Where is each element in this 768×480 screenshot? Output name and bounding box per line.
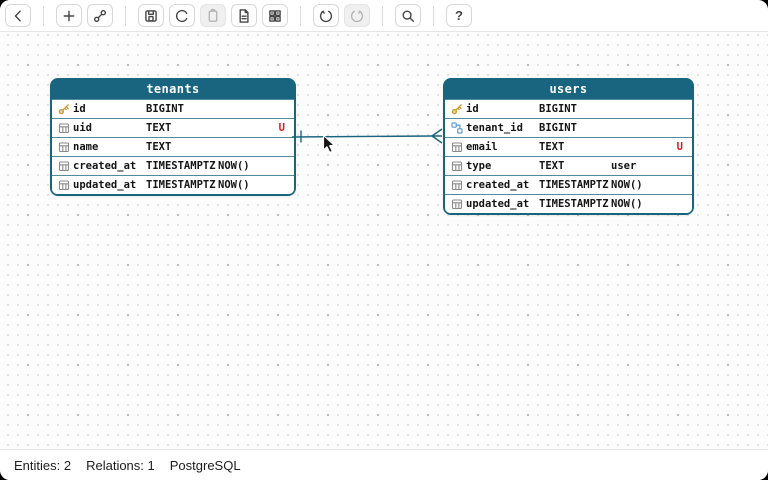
column-name: updated_at bbox=[73, 179, 137, 191]
undo-icon bbox=[319, 10, 333, 22]
table-icon bbox=[58, 122, 70, 134]
entity-header[interactable]: tenants bbox=[52, 80, 294, 99]
chevron-left-icon bbox=[14, 10, 21, 21]
column-name: id bbox=[466, 103, 479, 115]
plus-icon bbox=[63, 10, 75, 21]
relation-line[interactable] bbox=[291, 128, 443, 144]
export-image-button[interactable] bbox=[262, 4, 288, 27]
undo-button[interactable] bbox=[313, 4, 339, 27]
table-icon bbox=[58, 141, 70, 153]
toolbar-divider bbox=[382, 5, 383, 26]
key-icon bbox=[451, 103, 463, 115]
copy-button bbox=[200, 4, 226, 27]
toolbar-divider bbox=[125, 5, 126, 26]
column-name: tenant_id bbox=[466, 122, 523, 134]
column-type: TIMESTAMPTZ bbox=[539, 198, 609, 210]
toolbar: ? bbox=[0, 0, 768, 32]
column-name: type bbox=[466, 160, 492, 172]
reload-button[interactable] bbox=[169, 4, 195, 27]
status-dialect: PostgreSQL bbox=[169, 457, 241, 473]
column-type: TIMESTAMPTZ bbox=[146, 179, 216, 191]
entity-header[interactable]: users bbox=[445, 80, 692, 99]
toolbar-divider bbox=[43, 5, 44, 26]
add-relation-button[interactable] bbox=[87, 4, 113, 27]
toolbar-divider bbox=[300, 5, 301, 26]
table-icon bbox=[451, 141, 463, 153]
column-name: updated_at bbox=[466, 198, 530, 210]
column-row-type[interactable]: type TEXT user bbox=[445, 156, 692, 175]
column-row-tenant_id[interactable]: tenant_id BIGINT bbox=[445, 118, 692, 137]
toolbar-divider bbox=[433, 5, 434, 26]
column-type: TIMESTAMPTZ bbox=[539, 179, 609, 191]
refresh-icon bbox=[176, 9, 188, 22]
column-type: BIGINT bbox=[539, 103, 577, 115]
table-icon bbox=[451, 160, 463, 172]
column-default: NOW() bbox=[218, 160, 250, 172]
search-button[interactable] bbox=[395, 4, 421, 27]
floppy-icon bbox=[145, 9, 157, 22]
grid-icon bbox=[269, 9, 281, 22]
back-button[interactable] bbox=[5, 4, 31, 27]
column-type: TEXT bbox=[539, 141, 565, 153]
table-icon bbox=[451, 198, 463, 210]
column-name: created_at bbox=[466, 179, 530, 191]
mouse-cursor bbox=[322, 134, 335, 153]
status-bar: Entities: 2 Relations: 1 PostgreSQL bbox=[0, 449, 768, 480]
status-relations-count: Relations: 1 bbox=[86, 457, 155, 473]
column-name: name bbox=[73, 141, 99, 153]
file-text-icon bbox=[239, 8, 249, 23]
table-icon bbox=[58, 179, 70, 191]
column-type: BIGINT bbox=[146, 103, 184, 115]
column-row-id[interactable]: id BIGINT bbox=[445, 99, 692, 118]
question-icon: ? bbox=[455, 8, 463, 23]
column-default: NOW() bbox=[218, 179, 250, 191]
relation-icon bbox=[451, 122, 463, 134]
column-type: BIGINT bbox=[539, 122, 577, 134]
column-name: email bbox=[466, 141, 498, 153]
column-row-uid[interactable]: uid TEXT U bbox=[52, 118, 294, 137]
column-type: TEXT bbox=[539, 160, 565, 172]
column-type: TEXT bbox=[146, 122, 172, 134]
unique-badge: U bbox=[676, 141, 683, 153]
table-icon bbox=[451, 179, 463, 191]
column-row-id[interactable]: id BIGINT bbox=[52, 99, 294, 118]
key-icon bbox=[58, 103, 70, 115]
unique-badge: U bbox=[278, 122, 285, 134]
help-button[interactable]: ? bbox=[446, 4, 472, 27]
status-entities-count: Entities: 2 bbox=[14, 457, 72, 473]
column-type: TIMESTAMPTZ bbox=[146, 160, 216, 172]
export-sql-button[interactable] bbox=[231, 4, 257, 27]
column-default: user bbox=[611, 160, 637, 172]
column-row-name[interactable]: name TEXT bbox=[52, 137, 294, 156]
column-type: TEXT bbox=[146, 141, 172, 153]
column-default: NOW() bbox=[611, 198, 643, 210]
column-name: uid bbox=[73, 122, 92, 134]
redo-button bbox=[344, 4, 370, 27]
column-name: created_at bbox=[73, 160, 137, 172]
column-default: NOW() bbox=[611, 179, 643, 191]
redo-icon bbox=[350, 10, 364, 22]
add-entity-button[interactable] bbox=[56, 4, 82, 27]
save-button[interactable] bbox=[138, 4, 164, 27]
copy-icon bbox=[208, 8, 218, 22]
table-icon bbox=[58, 160, 70, 172]
search-icon bbox=[402, 9, 414, 22]
column-name: id bbox=[73, 103, 86, 115]
column-row-email[interactable]: email TEXT U bbox=[445, 137, 692, 156]
link-icon bbox=[93, 9, 107, 22]
